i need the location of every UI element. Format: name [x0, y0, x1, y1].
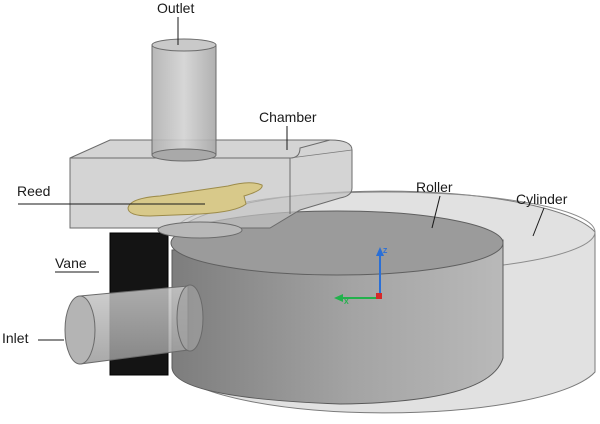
- leader-lines: [18, 17, 545, 341]
- coordinate-triad: Z X: [334, 247, 388, 306]
- outlet-pipe: [151, 38, 217, 162]
- label-outlet: Outlet: [157, 0, 194, 16]
- label-cylinder: Cylinder: [516, 191, 568, 207]
- label-chamber: Chamber: [259, 109, 317, 125]
- roller-leader: [431, 195, 441, 229]
- reed-valve: [127, 182, 263, 217]
- cylinder-leader: [532, 207, 545, 237]
- triad-z-label: Z: [383, 248, 388, 255]
- label-reed: Reed: [17, 183, 50, 199]
- label-vane: Vane: [55, 255, 87, 271]
- label-inlet: Inlet: [2, 330, 29, 346]
- label-roller: Roller: [416, 179, 453, 195]
- inlet-pipe: [64, 284, 204, 365]
- roller-body: [170, 210, 504, 405]
- triad-x-label: X: [344, 299, 349, 306]
